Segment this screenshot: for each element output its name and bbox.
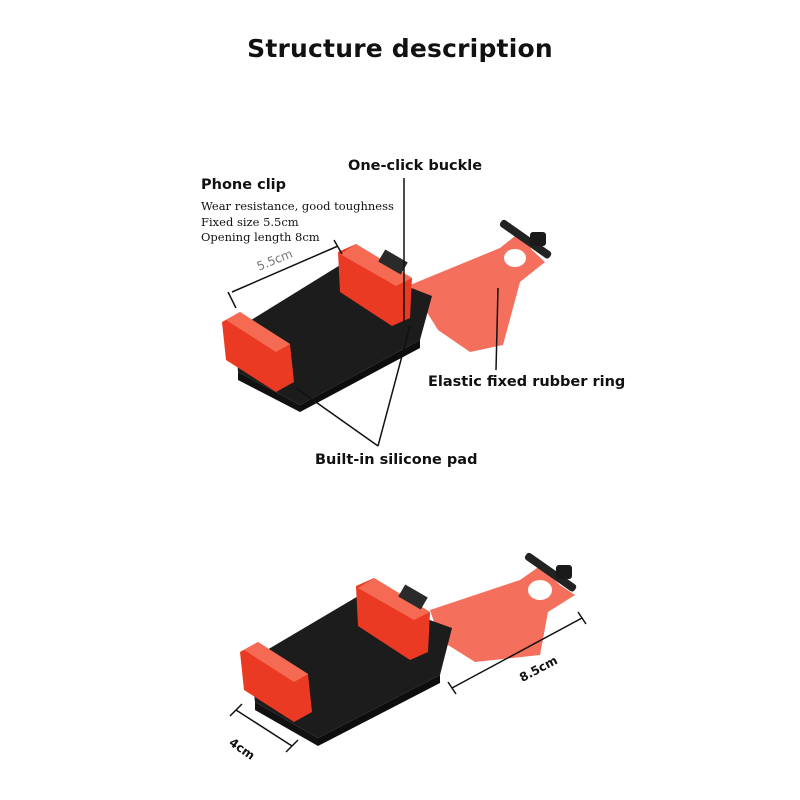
- spec-line: Fixed size 5.5cm: [201, 214, 299, 229]
- silicone-pad-label: Built-in silicone pad: [315, 452, 478, 468]
- one-click-buckle-label: One-click buckle: [348, 158, 483, 174]
- spec-line: Opening length 8cm: [201, 230, 320, 244]
- bottom-holder-image: [240, 552, 577, 746]
- elastic-ring-label: Elastic fixed rubber ring: [428, 374, 626, 390]
- phone-clip-label: Phone clip: [201, 177, 287, 193]
- top-holder-image: [222, 219, 552, 412]
- page-title: Structure description: [247, 34, 553, 63]
- phone-clip-specs: Wear resistance, good toughness Fixed si…: [201, 199, 394, 246]
- spec-line: Wear resistance, good toughness: [201, 199, 394, 213]
- dimension-lines-bottom: [229, 611, 587, 753]
- leader-lines-top: [227, 178, 499, 447]
